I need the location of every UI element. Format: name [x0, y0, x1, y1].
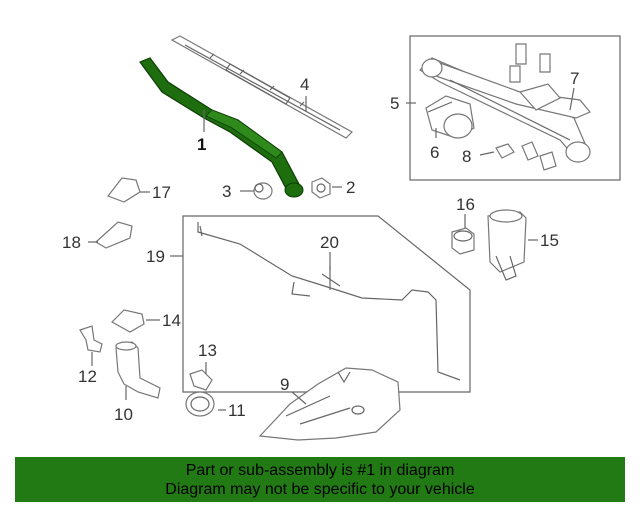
- part-12: [79, 325, 103, 353]
- washer-hose: [197, 222, 461, 381]
- callout-17: 17: [152, 183, 171, 202]
- callout-15: 15: [540, 231, 559, 250]
- bolts: [495, 43, 557, 171]
- part-14: [111, 309, 145, 333]
- leader-lines: [88, 87, 575, 411]
- callout-19: 19: [146, 247, 165, 266]
- callout-11: 11: [228, 401, 246, 420]
- wiper-linkage: [419, 57, 591, 163]
- callout-16: 16: [456, 195, 475, 214]
- clamp: [185, 369, 215, 417]
- callout-6: 6: [430, 143, 439, 162]
- callout-1: 1: [197, 135, 206, 154]
- callout-14: 14: [162, 311, 181, 330]
- nut: [311, 177, 331, 199]
- callout-5: 5: [390, 94, 399, 113]
- callout-9: 9: [280, 375, 289, 394]
- washer-pump: [487, 209, 527, 281]
- callout-8: 8: [462, 147, 471, 166]
- hose-box: [182, 215, 471, 393]
- callout-13: 13: [198, 341, 217, 360]
- nozzle-17: [107, 177, 141, 203]
- disclaimer-banner: Part or sub-assembly is #1 in diagram Di…: [15, 457, 625, 502]
- grommet: [451, 227, 475, 255]
- wiper-motor: [425, 95, 475, 139]
- callout-10: 10: [114, 405, 133, 424]
- banner-line-1: Part or sub-assembly is #1 in diagram: [185, 462, 455, 479]
- callout-3: 3: [222, 182, 231, 201]
- banner-line-2: Diagram may not be specific to your vehi…: [165, 481, 475, 498]
- callout-20: 20: [320, 233, 339, 252]
- nozzle-18: [94, 221, 133, 249]
- callout-2: 2: [346, 178, 355, 197]
- callout-18: 18: [62, 233, 81, 252]
- parts-diagram: 1 2 3 4 5 6 7 8 9 10 11 12 13 14 15 16 1…: [62, 35, 621, 441]
- wiper-arm: [139, 57, 304, 198]
- callout-12: 12: [78, 367, 97, 386]
- cap: [253, 182, 273, 200]
- linkage-box: [409, 35, 621, 181]
- filler-neck: [115, 341, 161, 399]
- callout-4: 4: [300, 75, 309, 94]
- wiper-blade: [170, 35, 353, 139]
- callout-7: 7: [570, 69, 579, 88]
- washer-reservoir: [258, 367, 401, 441]
